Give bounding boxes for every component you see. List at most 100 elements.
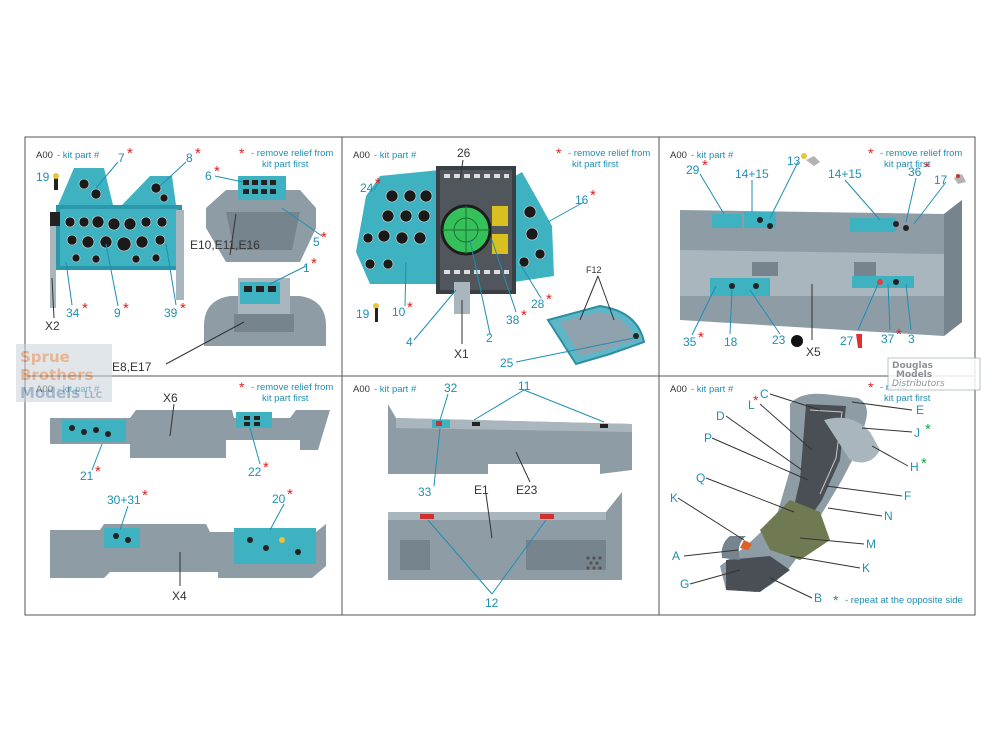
gunsight-glass-f12 (546, 304, 646, 366)
vent-holes (586, 556, 602, 570)
panel-2-label-10: 10 (392, 305, 406, 319)
panel-1-label-9: 9 (114, 306, 121, 320)
panel-4: A00 - kit part # * - remove relief from … (36, 379, 333, 603)
panel-6-header-kit: - kit part # (691, 384, 734, 395)
panel-1-label-5: 5 (313, 235, 320, 249)
panel-3-asterisk-note: * (868, 145, 874, 161)
watermark-left-line3: Models (20, 384, 80, 402)
panel-1-label-34: 34 (66, 306, 80, 320)
panel-4-star-30-31: * (142, 487, 148, 504)
panel-3-remove-note-line1: - remove relief from (880, 148, 962, 159)
panel-1-label-6: 6 (205, 169, 212, 183)
radar-scope (440, 204, 492, 256)
panel-2-star-16: * (590, 187, 596, 204)
panel-3-header-kit: - kit part # (691, 150, 734, 161)
panel-3-label-37: 37 (881, 332, 895, 346)
panel-6-remove-note-line2: kit part first (884, 393, 931, 404)
panel-5-label-32: 32 (444, 381, 458, 395)
panel-1-label-39: 39 (164, 306, 178, 320)
panel-4-star-21: * (95, 463, 101, 480)
panel-3: A00 - kit part # * - remove relief from … (670, 145, 966, 359)
panel-2-header-code: A00 (353, 150, 370, 161)
panel-2-label-38: 38 (506, 313, 520, 327)
ejection-seat (720, 393, 880, 592)
panel-1-remove-note-line1: - remove relief from (251, 148, 333, 159)
panel-5: A00 - kit part # (353, 379, 632, 610)
wall-consoles (710, 212, 914, 296)
console-switches (243, 180, 276, 194)
panel-6-label-f: F (904, 489, 911, 503)
panel-1-header-kit: - kit part # (57, 150, 100, 161)
switch-grid (444, 174, 509, 274)
sill-e23 (388, 404, 632, 474)
panel-5-header-code: A00 (353, 384, 370, 395)
panel-4-remove-note-line1: - remove relief from (251, 382, 333, 393)
panel-2-label-19: 19 (356, 307, 370, 321)
panel-3-label-23: 23 (772, 333, 786, 347)
panel-5-label-e23: E23 (516, 483, 538, 497)
side-console-e10 (206, 176, 316, 262)
panel-6-star-h: * (921, 455, 927, 472)
panel-3-label-14-15b: 14+15 (828, 167, 862, 181)
panel-1-label-e8: E8,E17 (112, 360, 152, 374)
panel-4-label-x4: X4 (172, 589, 187, 603)
panel-5-header-kit: - kit part # (374, 384, 417, 395)
panel-3-star-37: * (896, 326, 902, 343)
panel-1-star-6: * (214, 163, 220, 180)
panel-3-remove-note-line2: kit part first (884, 159, 931, 170)
panel-3-label-35: 35 (683, 335, 697, 349)
panel-6-star-j: * (925, 421, 931, 438)
panel-6-label-e: E (916, 403, 924, 417)
panel-2-label-x1: X1 (454, 347, 469, 361)
panel-2-label-4: 4 (406, 335, 413, 349)
watermark-left-line1: Sprue (20, 348, 70, 366)
panel-6-header-code: A00 (670, 384, 687, 395)
panel-6-label-c: C (760, 387, 769, 401)
panel-1-label-7: 7 (118, 151, 125, 165)
panel-1-star-8: * (195, 145, 201, 162)
panel-6-asterisk-note: * (868, 379, 874, 395)
panel-4-label-22: 22 (248, 465, 262, 479)
panel-4-remove-note-line2: kit part first (262, 393, 309, 404)
panel-2-leaders (373, 159, 635, 363)
panel-1: A00 - kit part # * - remove relief from … (36, 145, 333, 374)
watermark-right-line1: Douglas (892, 361, 933, 371)
panel-3-star-29: * (702, 157, 708, 174)
panel-6-label-p: P (704, 431, 712, 445)
small-parts-p3 (791, 153, 966, 348)
panel-3-label-18: 18 (724, 335, 738, 349)
panel-1-star-1: * (311, 255, 317, 272)
panel-1-star-34: * (82, 300, 88, 317)
panel-2-label-24: 24 (360, 181, 374, 195)
watermark-right-line2: Models (896, 370, 932, 380)
side-wall-tub (680, 200, 962, 336)
panel-3-leaders (691, 161, 947, 340)
panel-1-label-e10: E10,E11,E16 (190, 238, 260, 252)
panel-6-green-note: - repeat at the opposite side (845, 595, 963, 606)
panel-1-leaders (51, 161, 323, 365)
panel-2-remove-note-line1: - remove relief from (568, 148, 650, 159)
panel-5-label-11: 11 (518, 379, 531, 393)
panel-4-star-22: * (263, 459, 269, 476)
panel-6-label-m: M (866, 537, 876, 551)
panel-5-label-12: 12 (485, 596, 499, 610)
panel-2-label-16: 16 (575, 193, 589, 207)
panel-1-label-19: 19 (36, 170, 50, 184)
panel-1-header-code: A00 (36, 150, 53, 161)
panel-2-label-28: 28 (531, 297, 545, 311)
panel-6-label-q: Q (696, 471, 705, 485)
panel-4-star-20: * (287, 486, 293, 503)
panel-1-star-39: * (180, 300, 186, 317)
panel-3-label-27: 27 (840, 334, 854, 348)
panel-3-label-36: 36 (908, 165, 922, 179)
panel-2-label-25: 25 (500, 356, 514, 370)
panel-5-leaders (427, 389, 605, 595)
panel-3-star-35: * (698, 329, 704, 346)
panel-6-label-h: H (910, 460, 919, 474)
panel-2-remove-note-line2: kit part first (572, 159, 619, 170)
panel-2-star-28: * (546, 291, 552, 308)
console-e8 (204, 278, 326, 346)
sill-e1 (388, 492, 622, 580)
panel-1-label-8: 8 (186, 151, 193, 165)
panel-6-label-j: J (914, 426, 920, 440)
